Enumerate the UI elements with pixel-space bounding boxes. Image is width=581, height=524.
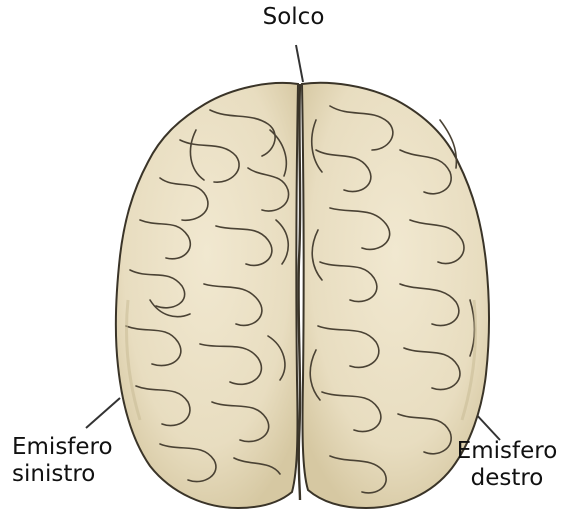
longitudinal-fissure [299,84,301,500]
label-left-line2: sinistro [12,461,113,488]
leader-line-left [86,398,120,428]
label-sulcus: Solco [0,4,581,31]
left-hemisphere [116,83,298,508]
label-sulcus-text: Solco [6,4,581,31]
label-right-line2: destro [442,465,572,492]
label-right-hemisphere: Emisfero destro [442,438,572,492]
label-right-line1: Emisfero [442,438,572,465]
leader-line-top [296,45,303,82]
label-left-hemisphere: Emisfero sinistro [12,434,113,488]
label-left-line1: Emisfero [12,434,113,461]
